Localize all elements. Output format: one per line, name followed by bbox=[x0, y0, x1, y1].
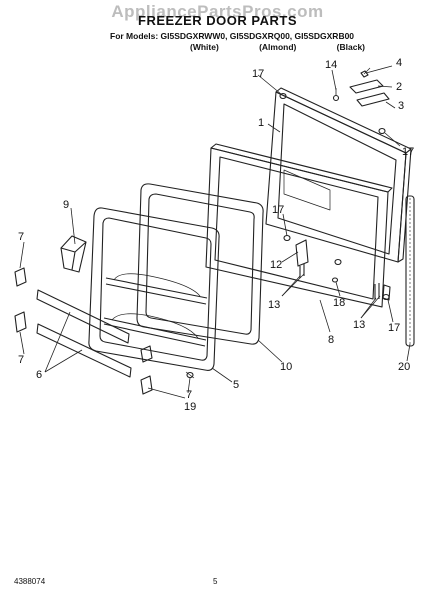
callout-13b: 13 bbox=[353, 319, 365, 331]
end-caps bbox=[14, 267, 153, 395]
hinge-bracket bbox=[295, 239, 391, 301]
door-liner-frame bbox=[205, 143, 393, 308]
callout-4: 4 bbox=[396, 57, 402, 69]
color-white: (White) bbox=[190, 42, 219, 52]
small-fasteners bbox=[185, 277, 339, 379]
screws-part-17 bbox=[279, 92, 390, 301]
door-outer-panel bbox=[265, 87, 412, 263]
callout-14: 14 bbox=[325, 59, 337, 71]
callout-17a: 17 bbox=[252, 68, 264, 80]
callout-2: 2 bbox=[396, 81, 402, 93]
document-number: 4388074 bbox=[14, 577, 46, 586]
watermark: AppliancePartsPros.com bbox=[111, 2, 324, 21]
diagram-title: FREEZER DOOR PARTS bbox=[138, 13, 297, 28]
shelf-bars bbox=[36, 289, 132, 378]
callout-17b: 17 bbox=[402, 146, 414, 158]
model-numbers: For Models: GI5SDGXRWW0, GI5SDGXRQ00, GI… bbox=[110, 31, 355, 41]
handle-trim-parts bbox=[349, 67, 390, 107]
callout-7b: 7 bbox=[18, 354, 24, 366]
callout-9: 9 bbox=[63, 199, 69, 211]
callout-6: 6 bbox=[36, 369, 42, 381]
leader-lines bbox=[19, 65, 411, 399]
callout-18: 18 bbox=[333, 297, 345, 309]
page-number: 5 bbox=[213, 577, 218, 586]
color-almond: (Almond) bbox=[259, 42, 297, 52]
callout-12: 12 bbox=[270, 259, 282, 271]
callout-8: 8 bbox=[328, 334, 334, 346]
callout-10: 10 bbox=[280, 361, 292, 373]
color-black: (Black) bbox=[336, 42, 365, 52]
callout-17c: 17 bbox=[272, 204, 284, 216]
callout-3: 3 bbox=[398, 100, 404, 112]
callout-13a: 13 bbox=[268, 299, 280, 311]
callout-5: 5 bbox=[233, 379, 239, 391]
callout-17d: 17 bbox=[388, 322, 400, 334]
model-colors: (White) (Almond) (Black) bbox=[190, 42, 365, 52]
callout-1: 1 bbox=[258, 117, 264, 129]
shelf-retainer-part-9 bbox=[60, 235, 87, 273]
door-gasket bbox=[136, 183, 264, 345]
gasket-strip bbox=[405, 195, 415, 347]
callout-labels: 17 14 4 2 3 1 17 9 17 7 12 18 13 13 17 8… bbox=[18, 57, 414, 413]
callout-7a: 7 bbox=[18, 231, 24, 243]
inner-door-liner bbox=[88, 207, 220, 371]
callout-19: 19 bbox=[184, 401, 196, 413]
callout-20: 20 bbox=[398, 361, 410, 373]
callout-7c: 7 bbox=[186, 389, 192, 401]
